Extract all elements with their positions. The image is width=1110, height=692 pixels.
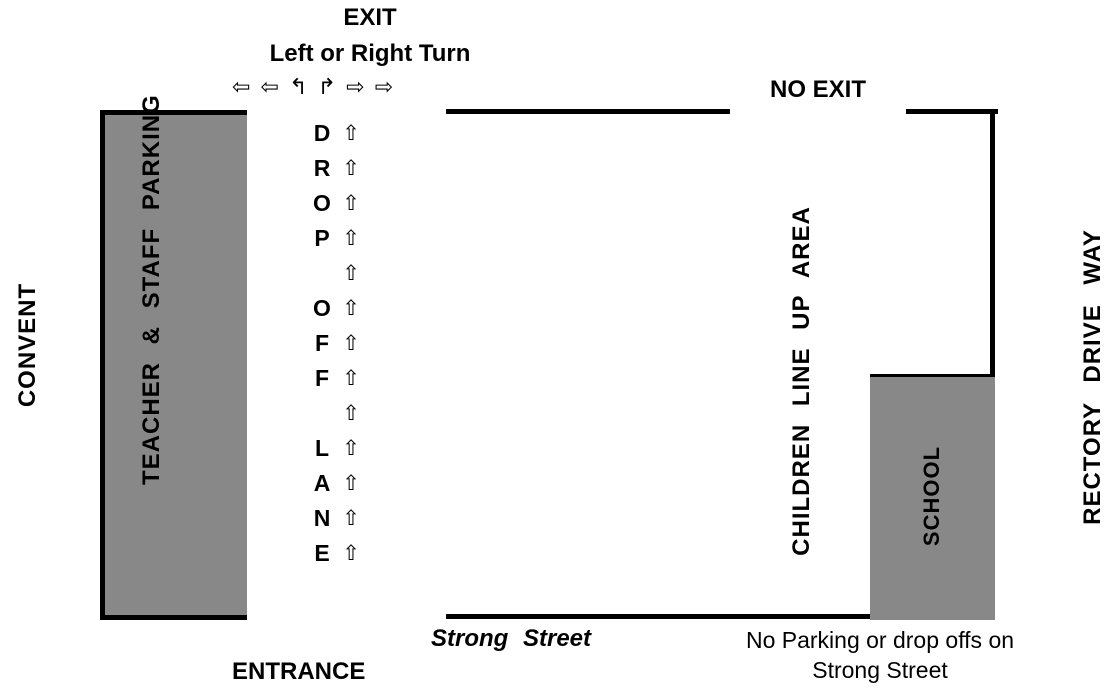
entrance-label: ENTRANCE — [232, 658, 366, 685]
up-arrow-icon: ⇧ — [342, 157, 360, 180]
lane-letter: P — [314, 225, 330, 251]
lane-row: O⇧ — [308, 186, 378, 221]
exit-arrows-icon: ⇦ ⇦ ↰ ↱ ⇨ ⇨ — [232, 74, 396, 99]
lane-row: E⇧ — [308, 536, 378, 571]
no-parking-line-1: No Parking or drop offs on — [745, 627, 1015, 653]
exit-turn-label: Left or Right Turn — [269, 40, 471, 67]
grounds-top-wall-left — [446, 109, 730, 114]
no-parking-notice: No Parking or drop offs on Strong Street — [700, 625, 1060, 685]
parking-label: TEACHER & STAFF PARKING — [138, 94, 165, 485]
up-arrow-icon: ⇧ — [342, 507, 360, 530]
lane-letter: E — [314, 540, 330, 566]
up-arrow-icon: ⇧ — [342, 402, 360, 425]
grounds-top-wall-right — [906, 109, 998, 114]
up-arrow-icon: ⇧ — [342, 262, 360, 285]
lane-letter: F — [314, 330, 330, 356]
no-parking-line-2: Strong Street — [812, 657, 948, 683]
lane-row: R⇧ — [308, 151, 378, 186]
up-arrow-icon: ⇧ — [342, 192, 360, 215]
up-arrow-icon: ⇧ — [342, 437, 360, 460]
lane-row: A⇧ — [308, 466, 378, 501]
street-label: Strong Street — [431, 625, 592, 652]
lane-letter: A — [313, 470, 331, 496]
up-arrow-icon: ⇧ — [342, 297, 360, 320]
up-arrow-icon: ⇧ — [342, 332, 360, 355]
lane-letter: L — [314, 435, 330, 461]
lane-row: ⇧ — [308, 396, 378, 431]
grounds-right-wall — [990, 109, 995, 377]
school-label: SCHOOL — [919, 445, 944, 547]
lane-letter: O — [313, 295, 331, 321]
parking-area — [100, 110, 247, 620]
lane-letter: N — [313, 505, 331, 531]
grounds-bottom-wall — [446, 614, 995, 619]
lane-letter: D — [313, 120, 331, 146]
school-building — [870, 374, 995, 620]
up-arrow-icon: ⇧ — [342, 472, 360, 495]
lane-row: F⇧ — [308, 326, 378, 361]
lane-letter: R — [313, 155, 331, 181]
up-arrow-icon: ⇧ — [342, 122, 360, 145]
lane-row: F⇧ — [308, 361, 378, 396]
lane-row: L⇧ — [308, 431, 378, 466]
convent-label: CONVENT — [14, 282, 41, 408]
lane-row: ⇧ — [308, 256, 378, 291]
lane-row: D⇧ — [308, 116, 378, 151]
no-exit-label: NO EXIT — [769, 76, 866, 103]
drop-off-lane: D⇧ R⇧ O⇧ P⇧ ⇧ O⇧ F⇧ F⇧ ⇧ L⇧ A⇧ N⇧ E⇧ — [308, 116, 378, 571]
exit-label: EXIT — [343, 4, 397, 31]
lane-row: P⇧ — [308, 221, 378, 256]
rectory-label: RECTORY DRIVE WAY — [1079, 229, 1106, 525]
lane-letter: F — [314, 365, 330, 391]
up-arrow-icon: ⇧ — [342, 542, 360, 565]
lane-letter: O — [313, 190, 331, 216]
lane-row: O⇧ — [308, 291, 378, 326]
up-arrow-icon: ⇧ — [342, 367, 360, 390]
up-arrow-icon: ⇧ — [342, 227, 360, 250]
line-up-area-label: CHILDREN LINE UP AREA — [788, 206, 815, 556]
lane-row: N⇧ — [308, 501, 378, 536]
